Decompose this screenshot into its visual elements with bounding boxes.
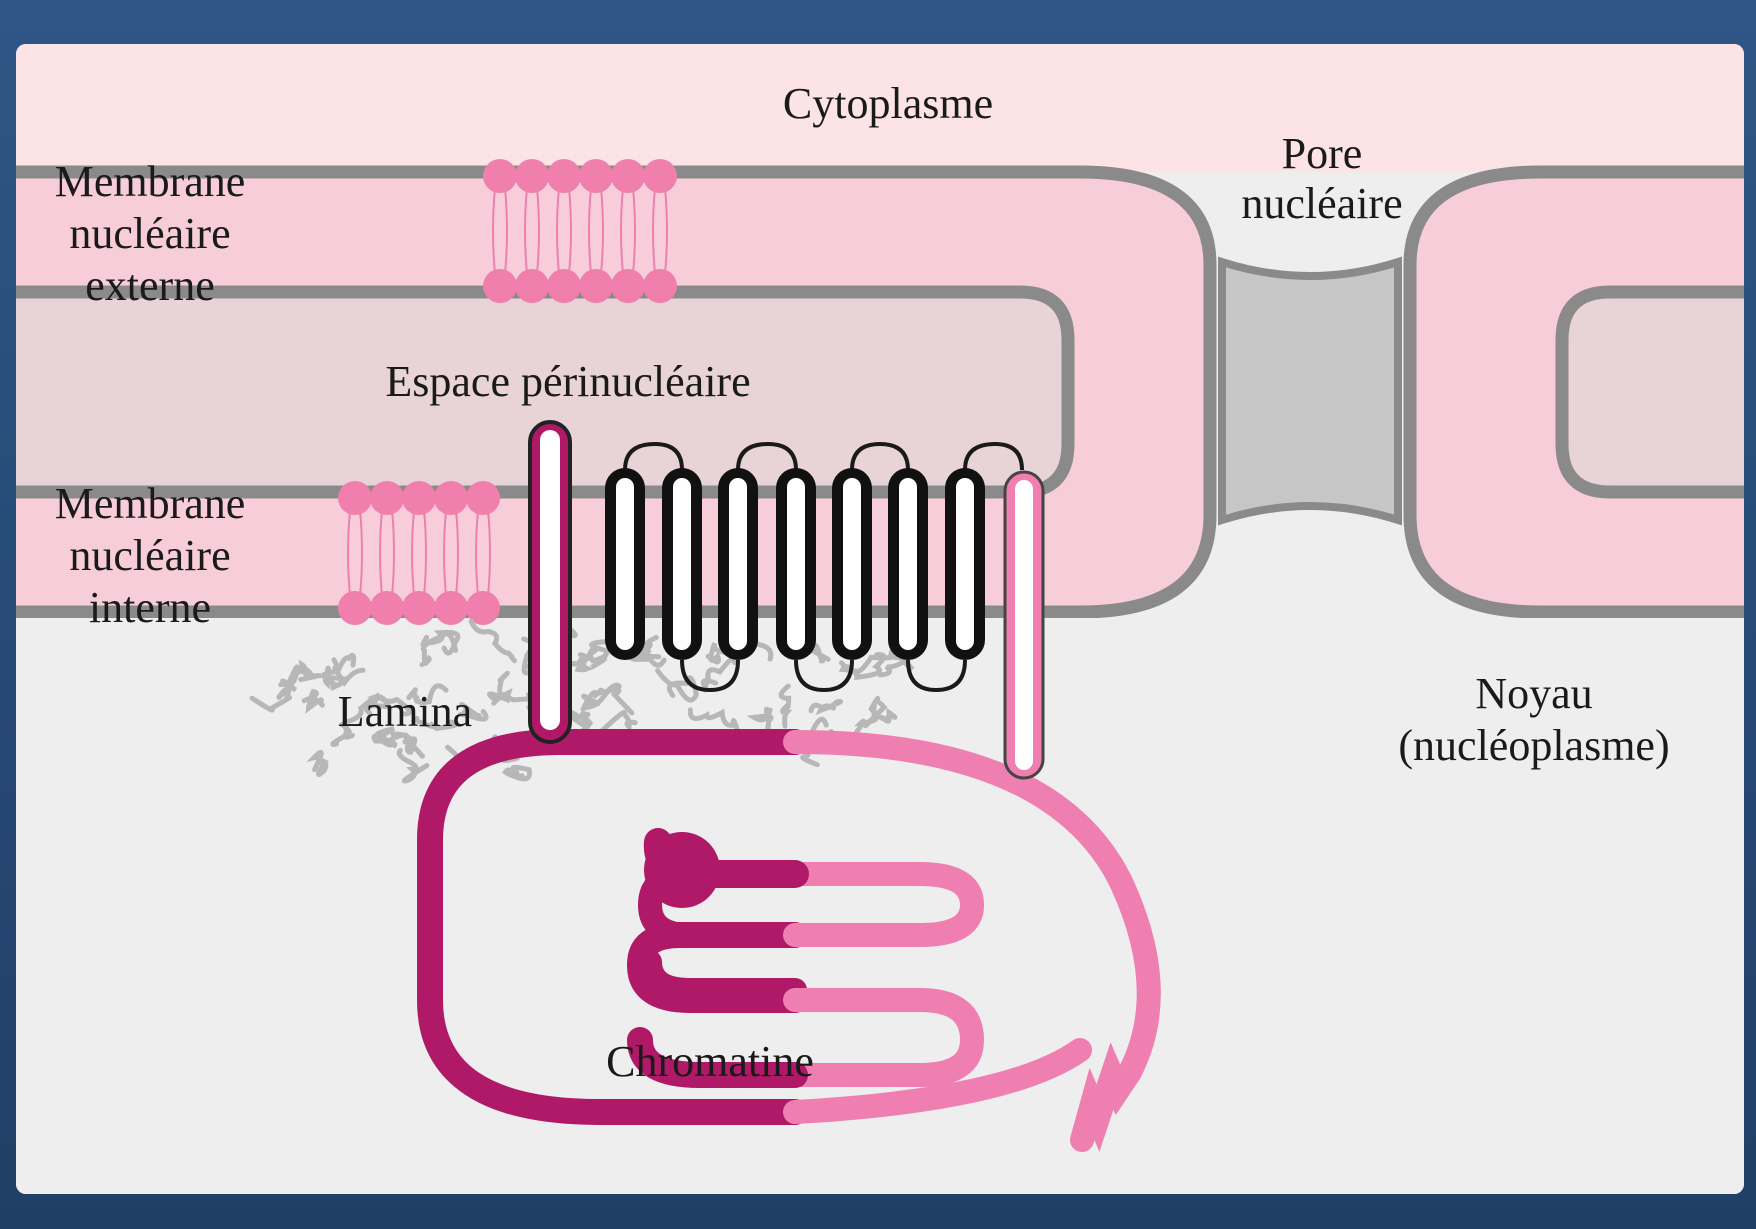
lipid-head: [434, 481, 468, 515]
helix-core: [899, 478, 917, 650]
helix-core: [956, 478, 974, 650]
lipid-head: [547, 159, 581, 193]
lipid-head: [579, 269, 613, 303]
label-inner-membrane-1: Membrane: [55, 479, 246, 528]
lipid-head: [338, 481, 372, 515]
lipid-head: [466, 481, 500, 515]
lipid-head: [611, 159, 645, 193]
lipid-head: [515, 159, 549, 193]
label-outer-membrane-1: Membrane: [55, 157, 246, 206]
lipid-head: [338, 591, 372, 625]
helix-core: [673, 478, 691, 650]
lipid-head: [483, 159, 517, 193]
label-chromatin: Chromatine: [606, 1037, 814, 1086]
helix-core: [616, 478, 634, 650]
lipid-head: [370, 591, 404, 625]
lipid-head: [402, 591, 436, 625]
single-pass-protein-right-core: [1015, 480, 1033, 770]
chromatin-terminal-knob: [644, 832, 720, 908]
lipid-head: [483, 269, 517, 303]
lipid-head: [434, 591, 468, 625]
label-nucleus-2: (nucléoplasme): [1398, 721, 1669, 770]
label-outer-membrane-2: nucléaire: [69, 209, 230, 258]
label-nuclear-pore-2: nucléaire: [1241, 179, 1402, 228]
lipid-head: [515, 269, 549, 303]
label-nuclear-pore-1: Pore: [1282, 129, 1363, 178]
label-outer-membrane-3: externe: [85, 261, 214, 310]
lipid-head: [547, 269, 581, 303]
label-perinuclear-space: Espace périnucléaire: [385, 357, 750, 406]
label-inner-membrane-3: interne: [89, 583, 211, 632]
helix-core: [843, 478, 861, 650]
perinuclear-space-right: [1562, 292, 1756, 492]
helix-core: [729, 478, 747, 650]
label-nucleus-1: Noyau: [1475, 669, 1592, 718]
label-cytoplasm: Cytoplasme: [783, 79, 993, 128]
lipid-head: [579, 159, 613, 193]
nuclear-pore: [1222, 262, 1398, 520]
lipid-head: [370, 481, 404, 515]
lipid-head: [402, 481, 436, 515]
label-lamina: Lamina: [338, 687, 472, 736]
helix-core: [787, 478, 805, 650]
multipass-helices: [605, 468, 985, 660]
lipid-head: [643, 159, 677, 193]
single-pass-protein-left-core: [540, 430, 560, 730]
lipid-head: [643, 269, 677, 303]
lipid-head: [611, 269, 645, 303]
label-inner-membrane-2: nucléaire: [69, 531, 230, 580]
